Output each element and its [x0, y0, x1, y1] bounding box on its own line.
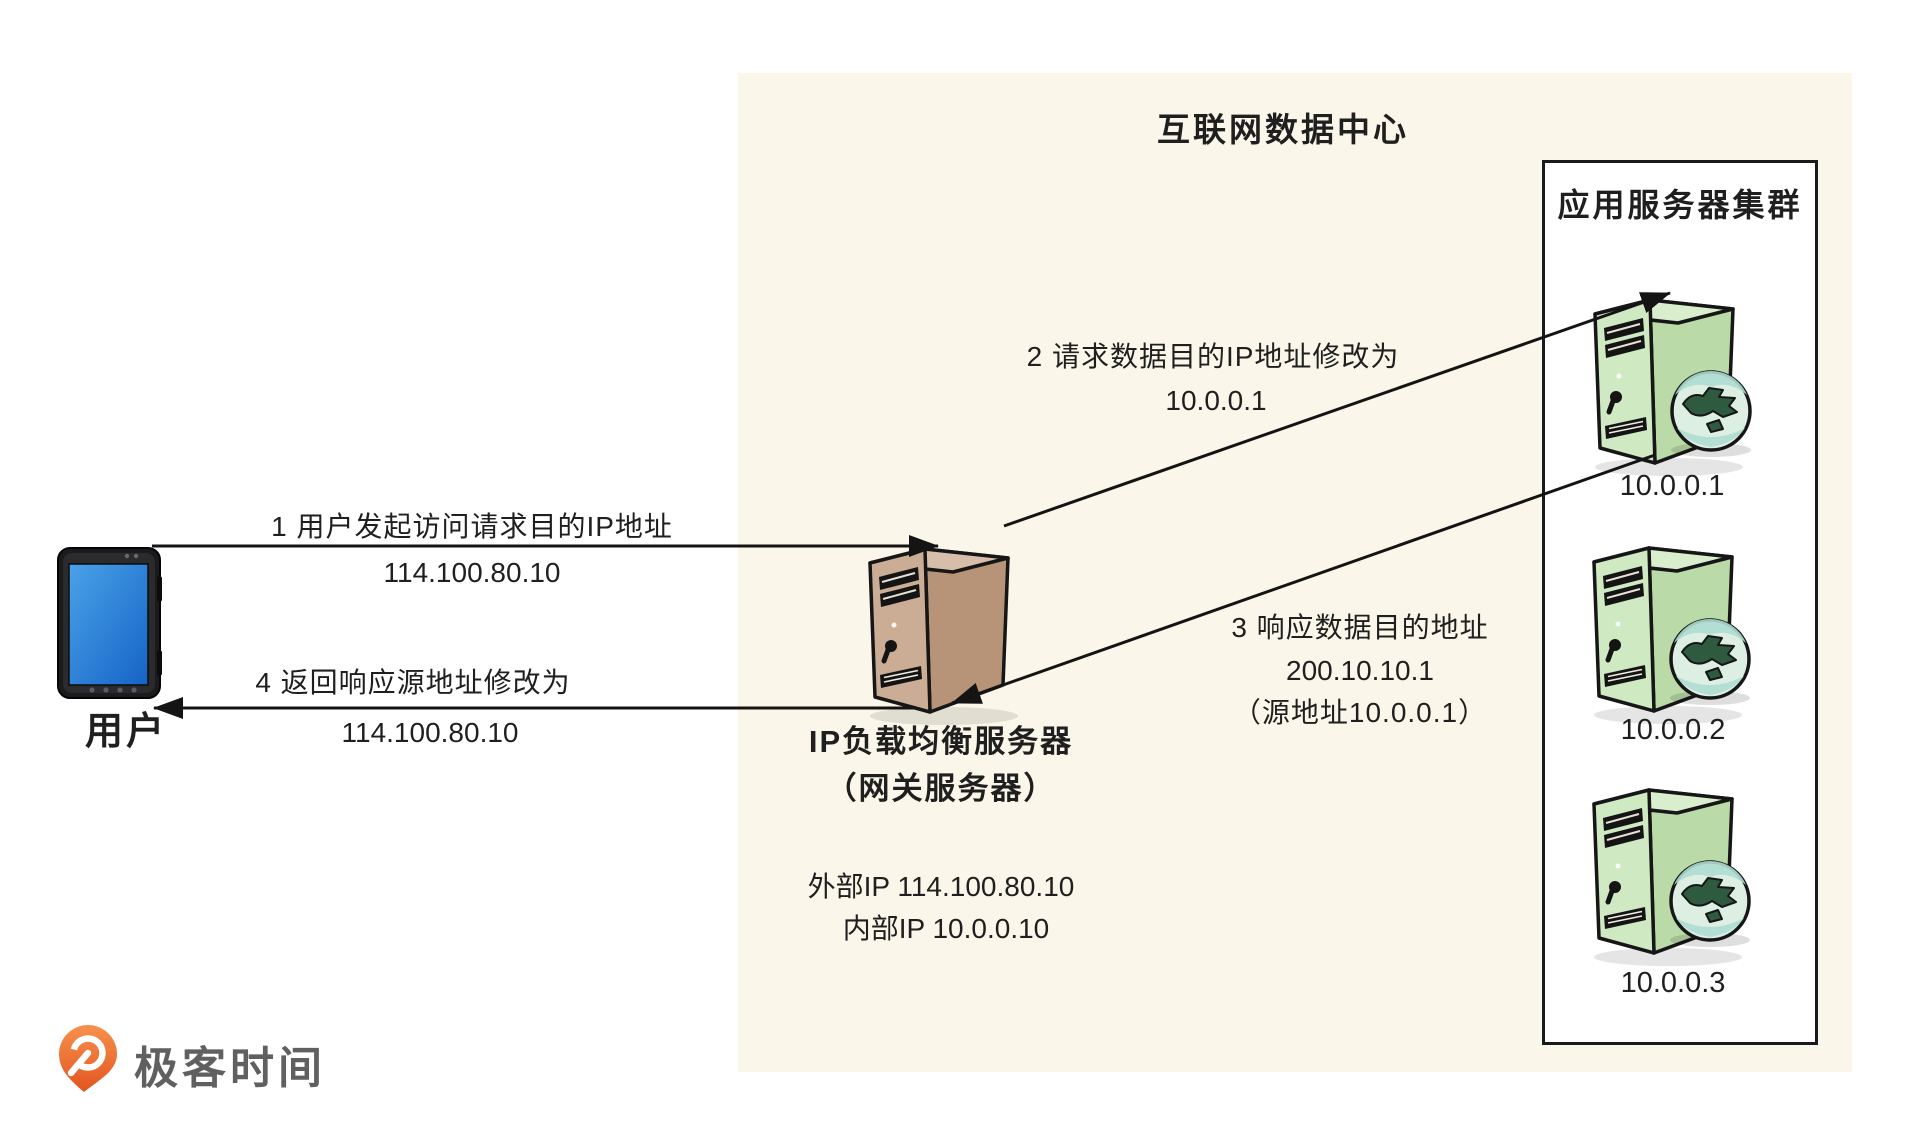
app-server-icon-2	[1594, 548, 1752, 724]
geektime-logo-icon	[59, 1025, 117, 1092]
load-balancer-server-icon	[870, 549, 1018, 725]
step3-label: 3 响应数据目的地址	[1231, 612, 1489, 643]
load-balancer-external-ip: 外部IP 114.100.80.10	[807, 871, 1075, 902]
load-balancer-internal-ip: 内部IP 10.0.0.10	[842, 913, 1050, 944]
app-server-icon-3	[1594, 790, 1752, 966]
geektime-logo-text: 极客时间	[134, 1044, 326, 1093]
app-server-2-ip: 10.0.0.2	[1620, 714, 1726, 746]
app-server-icon-1	[1595, 300, 1753, 476]
step4-ip: 114.100.80.10	[341, 717, 519, 748]
step3-ip: 200.10.10.1	[1286, 655, 1434, 686]
arrow-step3	[951, 453, 1656, 705]
step1-ip: 114.100.80.10	[383, 557, 561, 588]
step1-label: 1 用户发起访问请求目的IP地址	[271, 511, 673, 542]
load-balancer-subname: （网关服务器）	[825, 771, 1057, 806]
step2-ip: 10.0.0.1	[1165, 385, 1267, 416]
cluster-title: 应用服务器集群	[1557, 187, 1803, 223]
user-device-icon	[57, 547, 162, 699]
load-balancer-name: IP负载均衡服务器	[808, 724, 1074, 759]
arrow-step2	[1003, 291, 1671, 528]
step3-note: （源地址10.0.0.1）	[1232, 697, 1488, 728]
step2-label: 2 请求数据目的IP地址修改为	[1026, 341, 1400, 372]
app-server-3-ip: 10.0.0.3	[1620, 967, 1726, 999]
step4-label: 4 返回响应源地址修改为	[255, 667, 571, 698]
user-label: 用户	[84, 711, 168, 753]
idc-title: 互联网数据中心	[1157, 111, 1409, 148]
app-server-1-ip: 10.0.0.1	[1619, 470, 1725, 502]
